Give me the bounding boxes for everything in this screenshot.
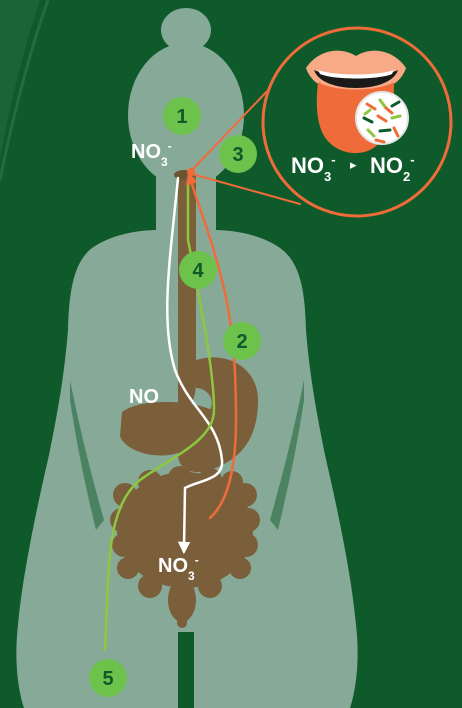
mouth-point	[187, 168, 195, 176]
step-number: 2	[236, 331, 247, 353]
background-swoosh	[0, 0, 40, 230]
zoom-callout: NO3- ▸ NO2-	[263, 28, 451, 216]
step-badge-5: 5	[89, 659, 127, 697]
step-badge-1: 1	[163, 97, 201, 135]
stomach-no-label: NO	[129, 386, 159, 408]
step-badge-4: 4	[179, 251, 217, 289]
step-number: 4	[192, 260, 204, 282]
step-badge-2: 2	[223, 322, 261, 360]
conversion-arrow-icon: ▸	[350, 157, 357, 172]
step-number: 5	[102, 668, 113, 690]
oral-bacteria-icon	[356, 92, 408, 144]
step-badge-3: 3	[219, 135, 257, 173]
step-number: 1	[176, 106, 187, 128]
step-number: 3	[232, 144, 243, 166]
